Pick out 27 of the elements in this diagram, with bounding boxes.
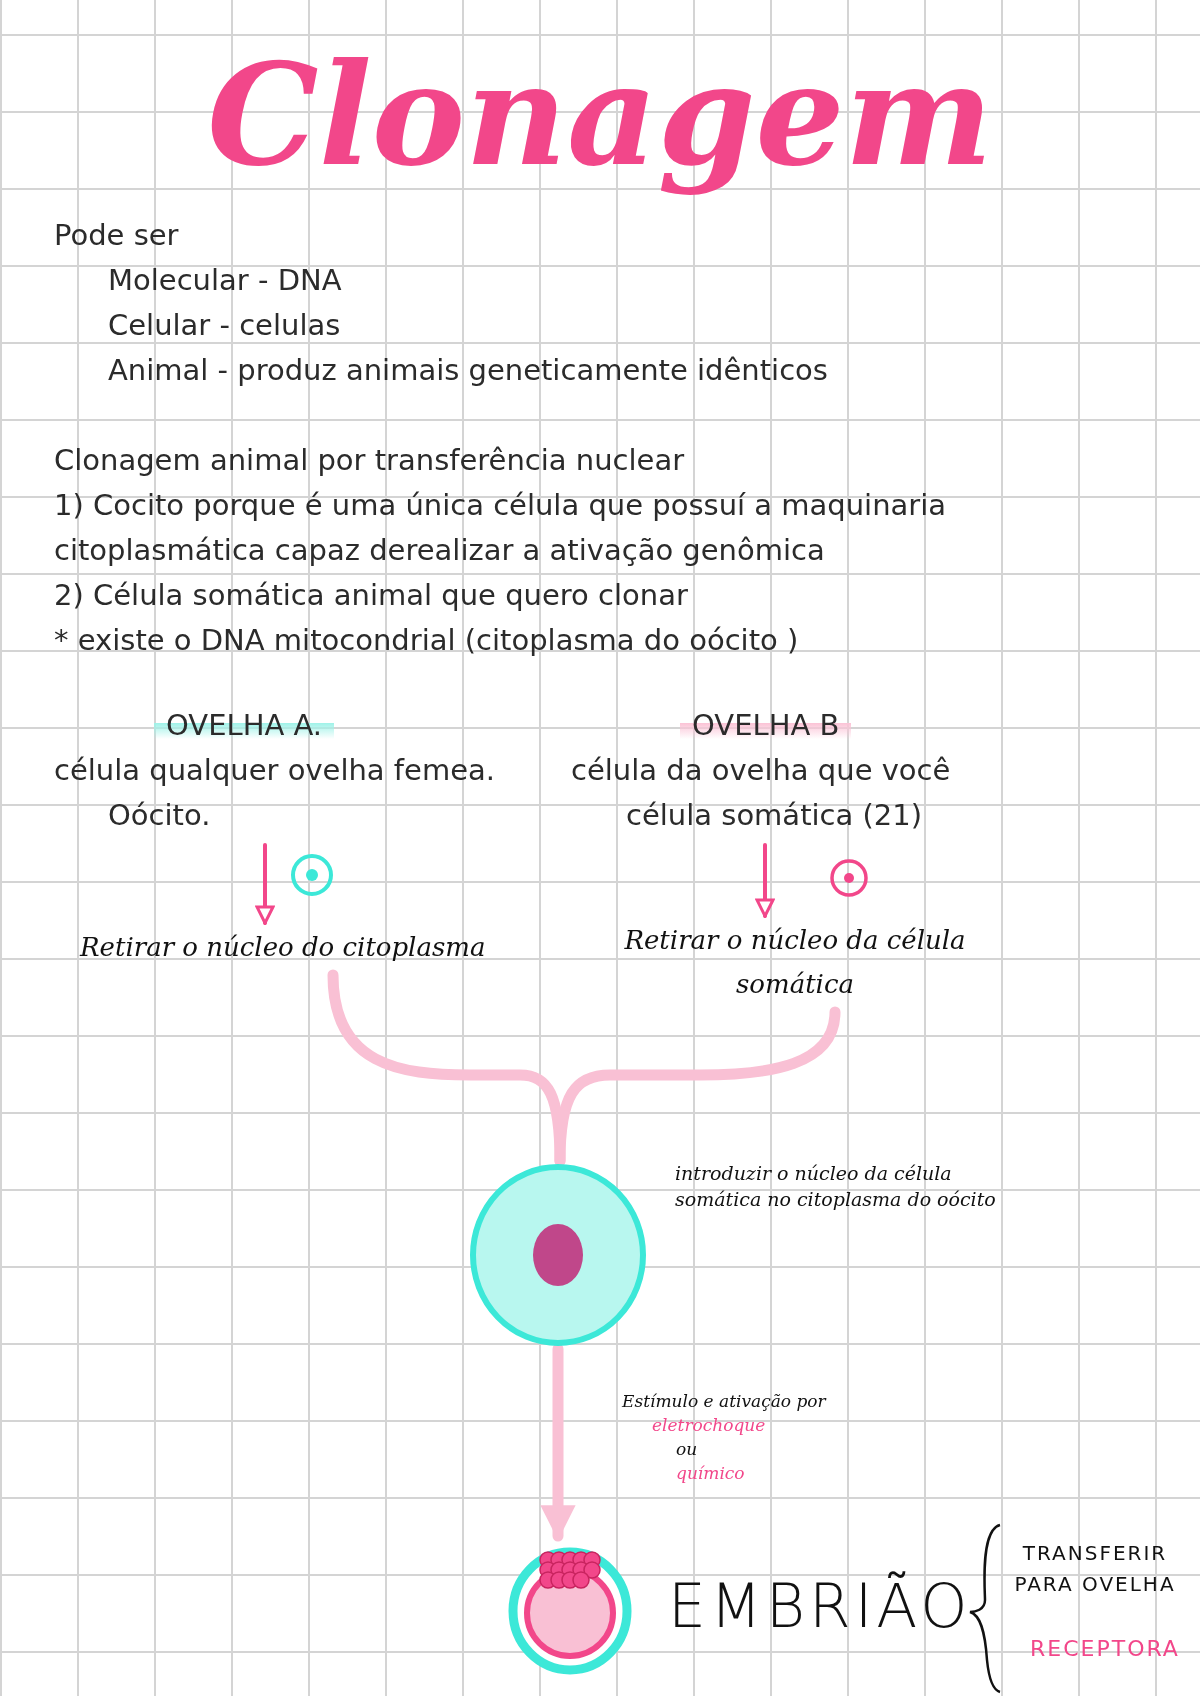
- handwritten-note: Estímulo e ativação por: [622, 1390, 826, 1413]
- handwritten-step: Retirar o núcleo da célula somática: [595, 918, 995, 1010]
- curly-brace: [554, 1006, 841, 1167]
- cell-note: introduzir o núcleo da célula somática no citoplasma do oócito: [675, 1161, 997, 1212]
- note-text: célula somática (21): [626, 797, 923, 834]
- handwritten-note: RECEPTORA: [1030, 1635, 1180, 1663]
- handwritten-note: eletrochoque: [652, 1414, 766, 1437]
- note-text: célula qualquer ovelha femea.: [54, 752, 495, 789]
- note-text: * existe o DNA mitocondrial (citoplasma do oócito ): [54, 622, 799, 659]
- note-text: Clonagem animal por transferência nuclear: [54, 442, 685, 479]
- handwritten-step: Retirar o núcleo do citoplasma: [80, 925, 550, 973]
- note-text: célula da ovelha que você: [571, 752, 951, 789]
- title: Clonagem: [206, 32, 994, 199]
- note-text: Molecular - DNA: [108, 262, 342, 299]
- handwritten-note: TRANSFERIR PARA OVELHA: [1013, 1540, 1177, 1598]
- note-text: Celular - celulas: [108, 307, 341, 344]
- note-text: 2) Célula somática animal que quero clonar: [54, 577, 688, 614]
- note-text: Animal - produz animais geneticamente idênticos: [108, 352, 828, 389]
- arrow: [255, 843, 275, 925]
- note-text: 1) Cocito porque é uma única célula que possuí a maquinaria citoplasmática capaz derealizar a ativação genômica: [54, 487, 948, 569]
- arrow: [540, 1343, 576, 1542]
- note-text: Oócito.: [108, 797, 211, 834]
- handwritten-note: químico: [676, 1462, 745, 1485]
- embryo-label: EMBRIÃO: [668, 1570, 972, 1643]
- arrow: [755, 843, 775, 918]
- note-text: Pode ser: [54, 217, 179, 254]
- handwritten-note: ou: [676, 1438, 698, 1461]
